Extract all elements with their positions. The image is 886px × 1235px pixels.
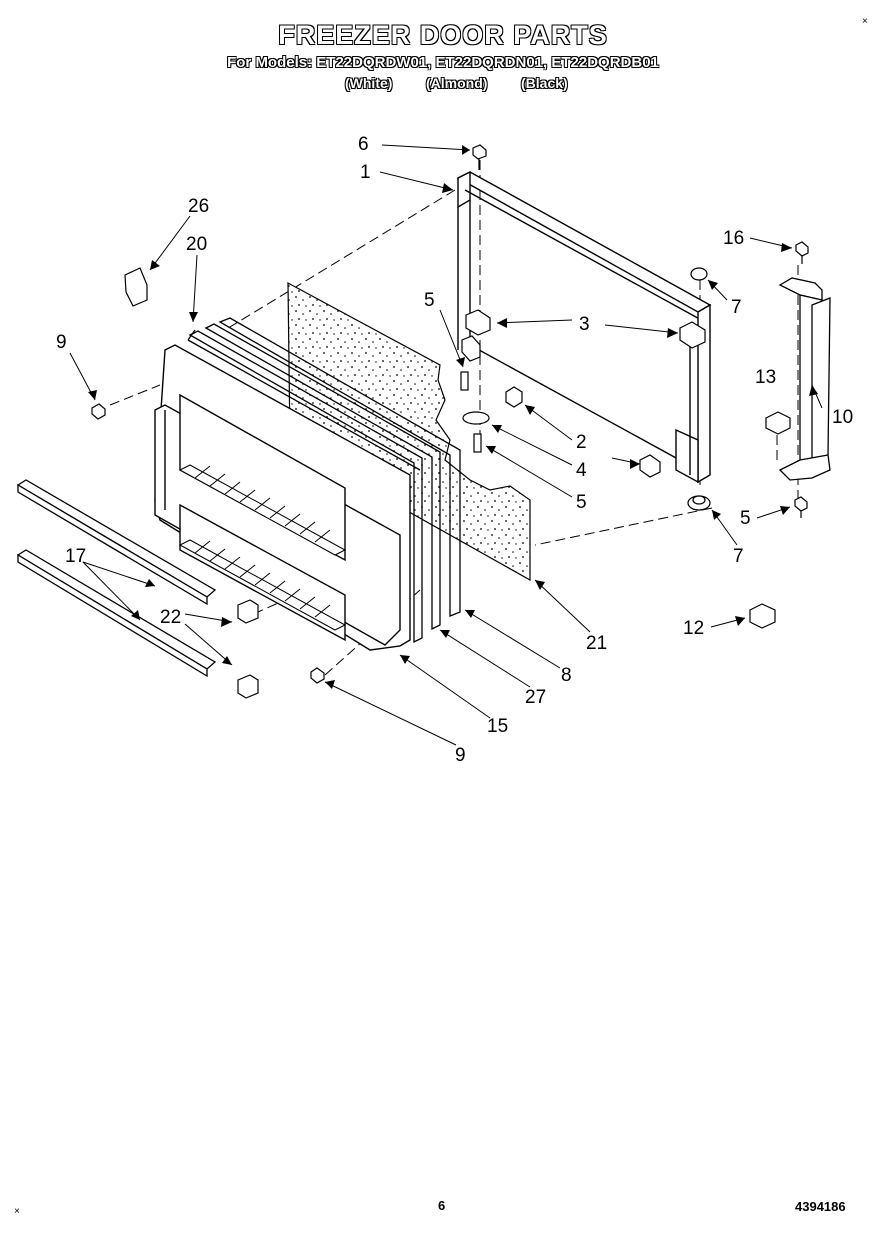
shelf-rails <box>16 479 217 678</box>
leader-arrows <box>69 144 823 746</box>
models-line: For Models: ET22DQRDW01, ET22DQRDN01, ET… <box>227 54 659 71</box>
hinge-hardware <box>461 309 791 629</box>
callout-9-left: 9 <box>56 332 67 353</box>
callout-7-upper: 7 <box>731 297 742 318</box>
callout-2: 2 <box>576 432 587 453</box>
rail-end-caps <box>237 599 259 699</box>
callout-5-right: 5 <box>740 508 751 529</box>
callout-12: 12 <box>683 618 704 639</box>
callout-7-lower: 7 <box>733 546 744 567</box>
callout-8: 8 <box>561 665 572 686</box>
page-title: FREEZER DOOR PARTS <box>278 20 608 50</box>
callout-labels: 6 1 26 20 16 5 3 7 9 13 10 2 4 5 5 7 17 … <box>56 134 853 766</box>
callout-6-top: 6 <box>358 134 369 155</box>
callout-9-bottom: 9 <box>455 745 466 766</box>
clip-part <box>124 267 148 307</box>
callout-13: 13 <box>755 367 776 388</box>
liner-ribs-upper <box>178 464 347 556</box>
callout-26: 26 <box>188 196 209 217</box>
callout-10: 10 <box>832 407 853 428</box>
page-number: 6 <box>438 1198 446 1213</box>
callout-15: 15 <box>487 716 508 737</box>
callout-3: 3 <box>579 314 590 335</box>
callout-17: 17 <box>65 546 86 567</box>
callout-27: 27 <box>525 687 546 708</box>
screws <box>91 144 809 684</box>
door-stops <box>687 267 711 511</box>
callout-5-upper: 5 <box>424 290 435 311</box>
callout-4: 4 <box>576 460 587 481</box>
callout-22: 22 <box>160 607 181 628</box>
door-handle <box>778 277 831 481</box>
color-white: (White) <box>345 75 393 91</box>
door-liner <box>154 344 411 651</box>
callout-1: 1 <box>360 162 371 183</box>
callout-20: 20 <box>186 234 207 255</box>
arrowheads <box>88 145 818 689</box>
liner-ribs-lower <box>178 539 347 631</box>
corner-mark-top-right: × <box>862 16 868 27</box>
callout-21: 21 <box>586 633 607 654</box>
corner-mark-bottom-left: × <box>14 1206 20 1217</box>
part-number: 4394186 <box>795 1199 846 1214</box>
outer-door-panel <box>456 170 712 484</box>
color-almond: (Almond) <box>426 75 488 91</box>
callout-16: 16 <box>723 228 744 249</box>
door-gaskets <box>187 317 461 644</box>
color-black: (Black) <box>521 75 568 91</box>
callout-5-middle: 5 <box>576 492 587 513</box>
